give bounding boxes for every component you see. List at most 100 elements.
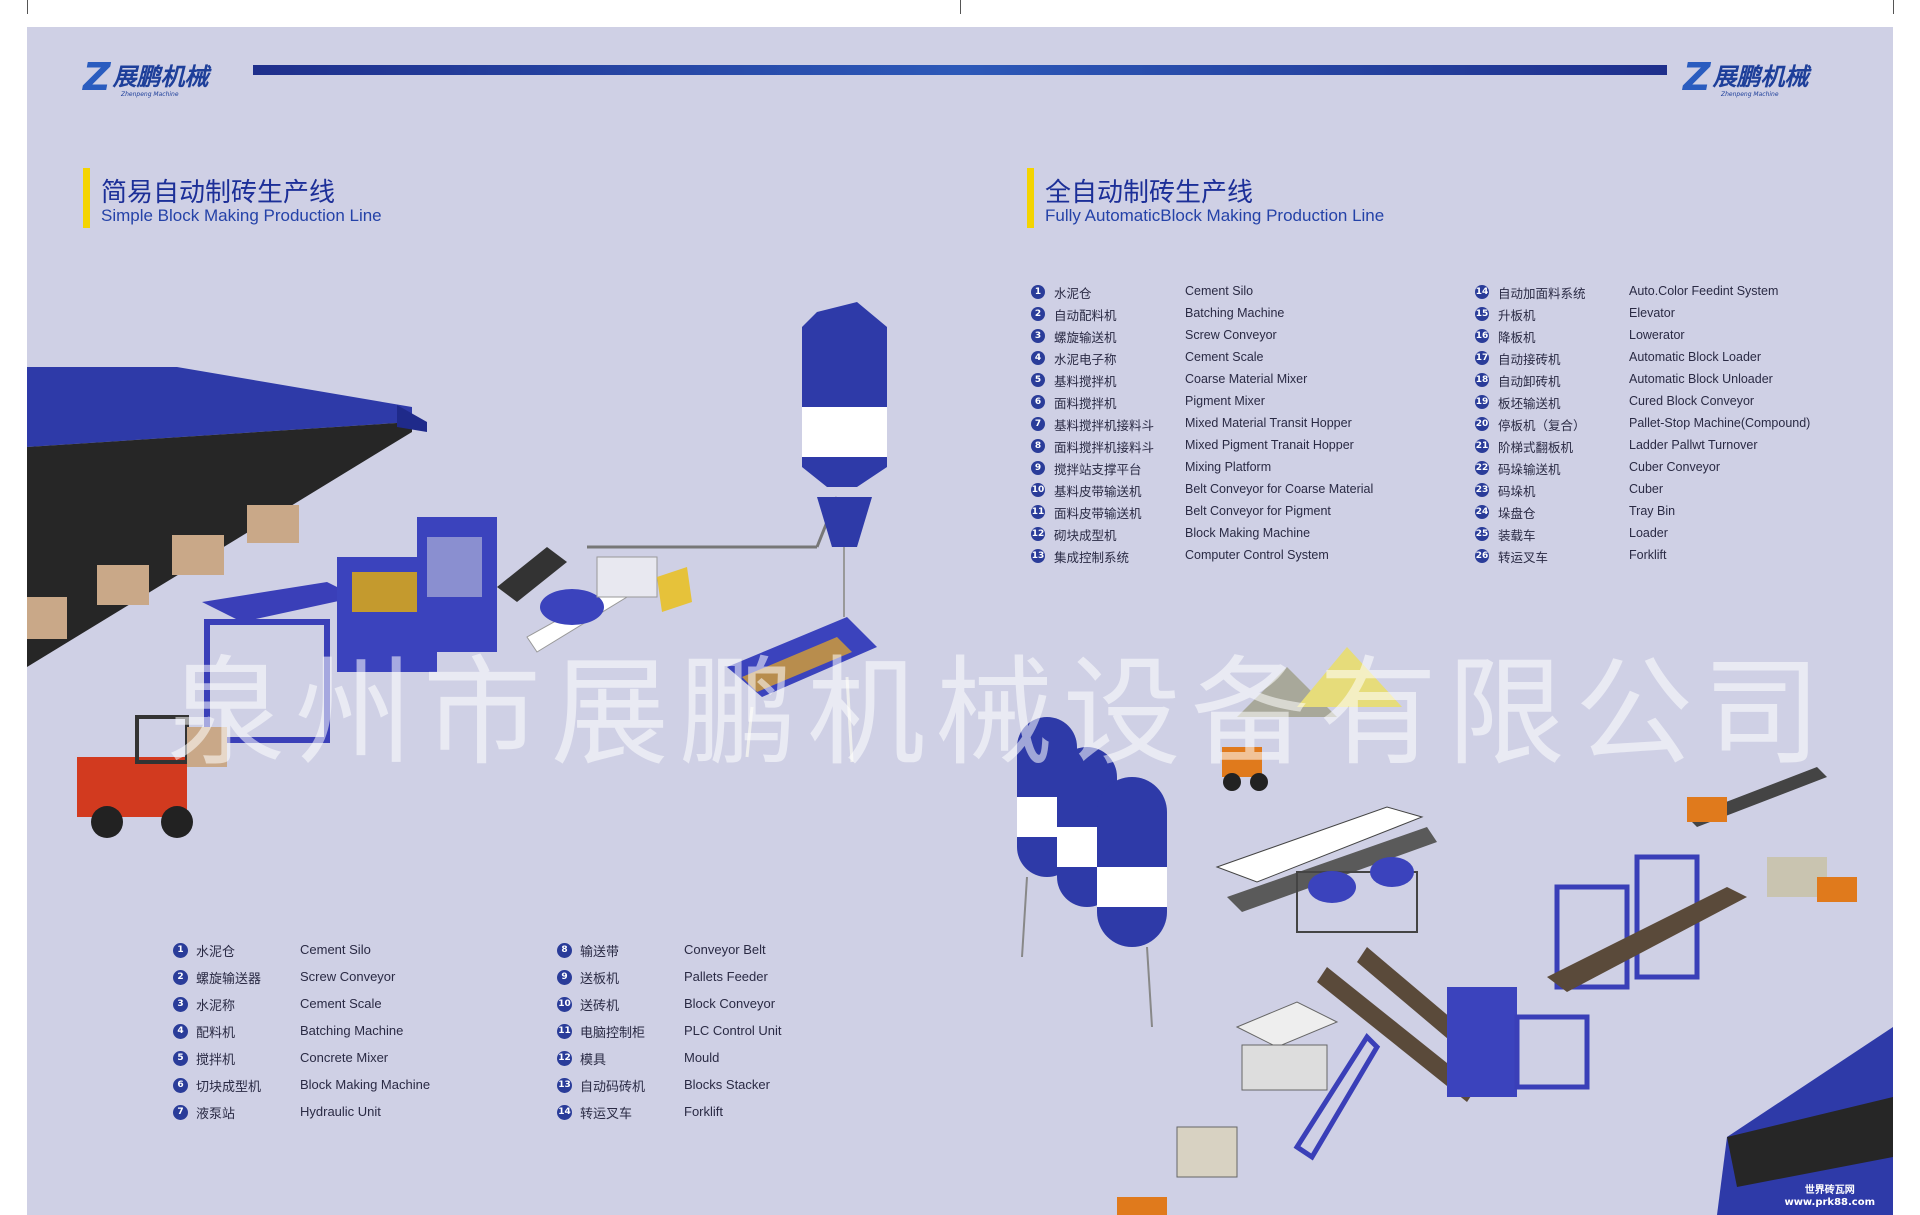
legend-label-cn: 面料皮带输送机 <box>1054 506 1142 521</box>
legend-number-badge: 5 <box>173 1050 188 1066</box>
legend-label-en: Hydraulic Unit <box>300 1104 381 1119</box>
legend-label-en: Cuber Conveyor <box>1629 460 1721 474</box>
legend-number-badge: 6 <box>1031 395 1045 409</box>
loader-right <box>1222 747 1268 791</box>
legend-number-badge: 6 <box>173 1077 188 1093</box>
legend-label-en: Cement Silo <box>300 942 371 957</box>
mixer-left <box>540 496 839 625</box>
legend-label-en: PLC Control Unit <box>684 1023 782 1038</box>
cement-silos-right <box>1017 717 1167 1028</box>
legend-number-badge: 17 <box>1475 351 1489 365</box>
legend-number-badge: 4 <box>1031 351 1045 365</box>
footer-credit: 世界砖瓦网 www.prk88.com <box>1784 1185 1875 1209</box>
legend-label-cn: 集成控制系统 <box>1054 550 1130 565</box>
legend-number-badge: 3 <box>1031 329 1045 343</box>
legend-label-cn: 自动配料机 <box>1054 308 1117 323</box>
legend-number-badge: 7 <box>173 1104 188 1120</box>
legend-label-cn: 降板机 <box>1498 330 1536 345</box>
legend-number-badge: 13 <box>557 1077 572 1093</box>
legend-label-en: Block Conveyor <box>684 996 776 1011</box>
legend-label-en: Screw Conveyor <box>1185 328 1277 342</box>
legend-label-cn: 基料搅拌机 <box>1054 374 1117 389</box>
legend-number-badge: 13 <box>1031 549 1045 563</box>
legend-label-cn: 阶梯式翻板机 <box>1498 440 1574 455</box>
legend-item: 17 自动接砖机 Automatic Block Loader <box>1475 348 1893 368</box>
legend-label-cn: 基料皮带输送机 <box>1054 484 1142 499</box>
logo-subtitle: Zhenpeng Machine <box>121 91 179 98</box>
curing-shed-left <box>27 367 427 667</box>
legend-label-en: Mixing Platform <box>1185 460 1272 474</box>
legend-label-cn: 切块成型机 <box>196 1080 262 1095</box>
legend-label-en: Cuber <box>1629 482 1664 496</box>
legend-label-en: Forklift <box>684 1104 723 1119</box>
legend-number-badge: 14 <box>557 1104 572 1120</box>
legend-number-badge: 16 <box>1475 329 1489 343</box>
legend-label-en: Computer Control System <box>1185 548 1329 562</box>
logo-right: Z 展鹏机械 Zhenpeng Machine <box>1683 57 1809 98</box>
legend-label-en: Automatic Block Unloader <box>1629 372 1773 386</box>
legend-label-en: Tray Bin <box>1629 504 1676 518</box>
legend-label-en: Elevator <box>1629 306 1675 320</box>
forklift-left <box>77 715 227 838</box>
legend-label-cn: 升板机 <box>1498 308 1536 323</box>
legend-number-badge: 1 <box>1031 285 1045 299</box>
company-watermark: 泉州市展鹏机械设备有限公司 <box>167 644 1832 782</box>
legend-item: 5 基料搅拌机 Coarse Material Mixer <box>1031 370 1475 390</box>
legend-label-cn: 转运叉车 <box>580 1107 633 1122</box>
legend-label-en: Batching Machine <box>1185 306 1285 320</box>
legend-label-en: Ladder Pallwt Turnover <box>1629 438 1758 452</box>
legend-label-en: Block Making Machine <box>1185 526 1311 540</box>
legend-label-en: Mixed Material Transit Hopper <box>1185 416 1352 430</box>
legend-label-cn: 基料搅拌机接料斗 <box>1054 418 1155 433</box>
legend-number-badge: 8 <box>557 942 572 958</box>
legend-number-badge: 8 <box>1031 439 1045 453</box>
crop-mark-center <box>960 0 961 14</box>
legend-item: 14 转运叉车 Forklift <box>557 1102 941 1122</box>
legend-label-en: Conveyor Belt <box>684 942 766 957</box>
legend-label-en: Automatic Block Loader <box>1629 350 1762 364</box>
legend-label-cn: 装载车 <box>1498 528 1536 543</box>
brochure-page: Z 展鹏机械 Zhenpeng Machine Z 展鹏机械 Zhenpeng … <box>27 27 1893 1215</box>
legend-label-cn: 模具 <box>580 1053 607 1068</box>
legend-label-en: Mould <box>684 1050 720 1065</box>
legend-number-badge: 14 <box>1475 285 1489 299</box>
legend-label-cn: 送板机 <box>580 972 620 987</box>
legend-number-badge: 5 <box>1031 373 1045 387</box>
logo-brand-text: 展鹏机械 <box>1712 63 1809 91</box>
legend-label-en: Blocks Stacker <box>684 1077 770 1092</box>
legend-label-cn: 自动加面料系统 <box>1498 286 1586 301</box>
legend-number-badge: 10 <box>557 996 572 1012</box>
legend-number-badge: 7 <box>1031 417 1045 431</box>
legend-number-badge: 18 <box>1475 373 1489 387</box>
legend-label-cn: 自动接砖机 <box>1498 352 1561 367</box>
legend-number-badge: 4 <box>173 1023 188 1039</box>
legend-label-cn: 螺旋输送机 <box>1054 330 1117 345</box>
block-machine-left <box>202 517 628 743</box>
legend-label-cn: 配料机 <box>196 1026 236 1041</box>
logo-brand-text: 展鹏机械 <box>112 63 209 91</box>
legend-label-en: Coarse Material Mixer <box>1185 372 1308 386</box>
legend-number-badge: 22 <box>1475 461 1489 475</box>
legend-number-badge: 12 <box>557 1050 572 1066</box>
cement-silo-left <box>802 302 887 617</box>
legend-label-cn: 水泥称 <box>196 999 236 1014</box>
left-title-cn: 简易自动制砖生产线 <box>101 178 336 208</box>
legend-label-cn: 搅拌机 <box>196 1053 236 1068</box>
